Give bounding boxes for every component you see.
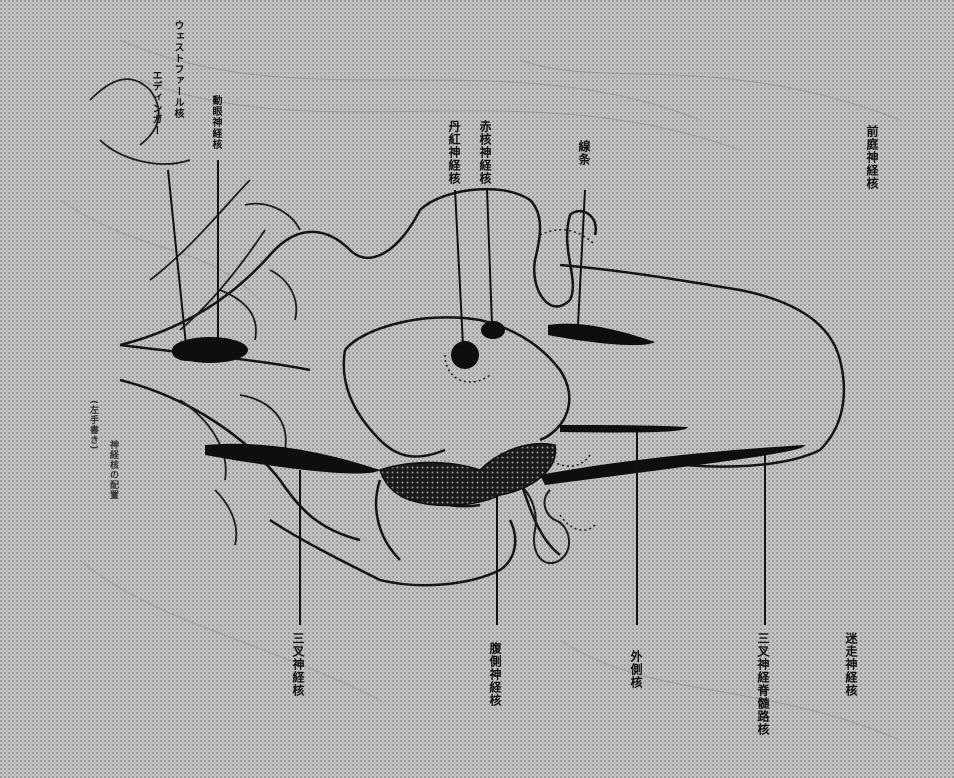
label-trigeminal-spinal-nucleus: 三叉神経脊髄路核 [757, 632, 769, 736]
label-thalamus-nucleus: 丹紅神経核 [448, 120, 460, 185]
label-side-note-1: (左手書き) [88, 400, 97, 450]
red-nucleus-shape [481, 321, 505, 339]
label-stria: 線条 [578, 140, 590, 166]
label-edinger-westphal-2: ウェストファール核 [172, 20, 182, 119]
label-vestibular-nucleus: 前庭神経核 [866, 125, 878, 190]
edinger-westphal-shape [172, 343, 204, 361]
label-lateral-nucleus: 外側核 [630, 650, 642, 689]
label-oculomotor-nucleus: 動眼神経核 [210, 95, 220, 150]
label-trigeminal-nucleus: 三叉神経核 [292, 632, 304, 697]
label-side-note-2: 神経核の配置 [108, 440, 117, 500]
label-edinger-westphal-1: エディンガー [150, 70, 160, 136]
label-ventral-nucleus: 腹側神経核 [489, 642, 501, 707]
label-red-nucleus: 赤核神経核 [479, 120, 491, 185]
thalamus-nucleus-shape [451, 341, 479, 369]
label-vagus-nucleus: 迷走神経核 [845, 632, 857, 697]
